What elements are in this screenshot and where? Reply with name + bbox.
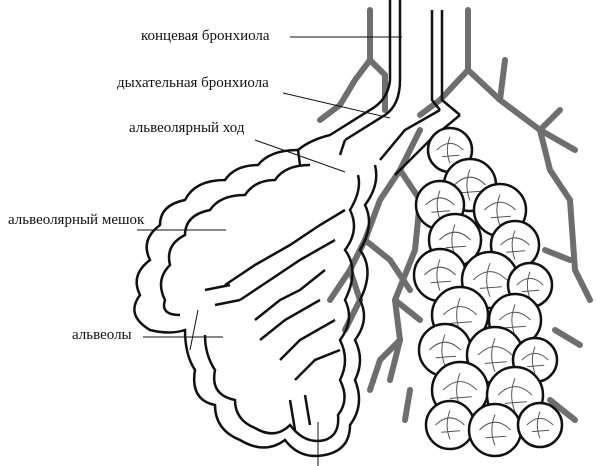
label-alveolar-sac: альвеолярный мешок <box>8 212 145 228</box>
capillary-network <box>479 414 511 446</box>
label-respiratory-bronchiole: дыхательная бронхиола <box>117 75 269 91</box>
capillary-network <box>477 338 513 372</box>
capillary-network <box>497 378 533 412</box>
capillary-network <box>516 271 544 299</box>
capillary-network <box>436 136 464 164</box>
capillary-network <box>500 230 530 260</box>
leader-lines <box>137 36 402 466</box>
alveolar-cluster <box>412 126 564 458</box>
capillary-network <box>454 169 486 201</box>
capillary-network <box>472 263 508 297</box>
alveolar-sac <box>133 139 378 458</box>
alveolus <box>424 399 476 451</box>
capillary-network <box>435 410 465 440</box>
capillary-network <box>526 411 554 439</box>
label-alveolar-duct: альвеолярный ход <box>129 120 245 136</box>
bronchiole-tubes <box>297 0 461 176</box>
capillary-network <box>521 346 549 374</box>
capillary-network <box>429 334 461 366</box>
label-terminal-bronchiole: концевая бронхиола <box>141 28 270 44</box>
alveolus <box>516 401 564 449</box>
blood-vessels <box>317 7 593 423</box>
label-alveoli: альвеолы <box>72 327 132 343</box>
capillary-network <box>425 190 455 220</box>
capillary-network <box>484 194 516 226</box>
capillary-network <box>424 259 456 291</box>
alveolus <box>467 402 523 458</box>
